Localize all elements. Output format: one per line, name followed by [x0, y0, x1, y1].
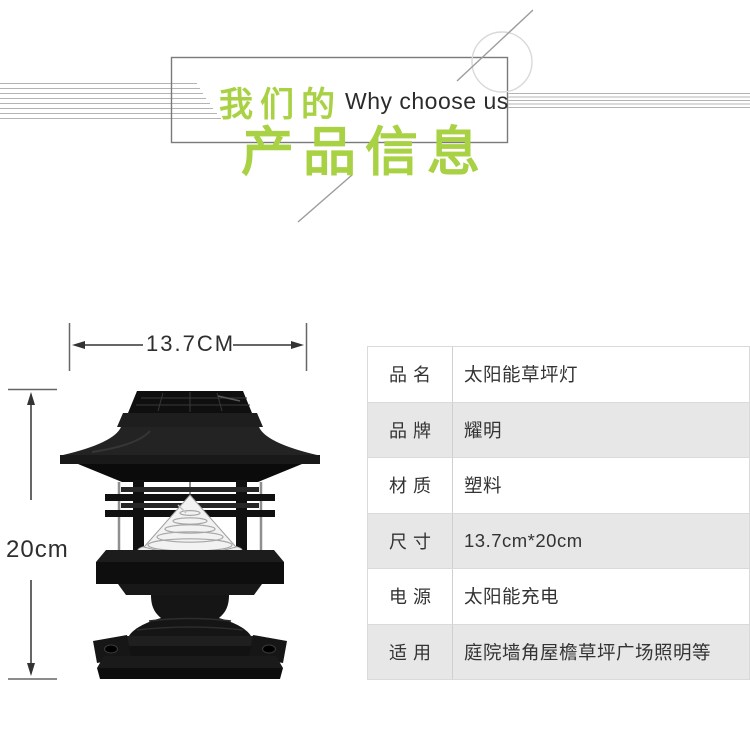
spec-label: 品牌 [368, 402, 453, 457]
table-row: 材质 塑料 [368, 457, 749, 513]
spec-label: 电源 [368, 569, 453, 624]
lamp-pedestal [129, 595, 251, 636]
header-title-cn-small: 我们的 [219, 86, 342, 124]
table-row: 电源 太阳能充电 [368, 568, 749, 624]
lamp-roof [63, 427, 317, 455]
height-dimension-label: 20cm [6, 536, 69, 563]
header-frame [170, 56, 509, 144]
spec-value: 塑料 [464, 475, 503, 497]
decor-circle [471, 31, 533, 93]
left-stripes-decor [0, 83, 221, 119]
lamp-base [93, 635, 287, 679]
lamp-solar-panel [128, 391, 252, 413]
decor-diagonal-top [456, 9, 534, 82]
table-row: 品牌 耀明 [368, 401, 749, 457]
lamp-collar [96, 550, 284, 595]
spec-label: 适用 [368, 624, 453, 679]
width-dimension-arrow [68, 323, 308, 371]
lamp-cap-step [117, 413, 263, 427]
lamp-under-roof [78, 464, 302, 482]
table-row: 品名 太阳能草坪灯 [368, 347, 749, 402]
lamp-photo-illustration [60, 391, 320, 679]
table-row: 尺寸 13.7cm*20cm [368, 512, 749, 568]
right-stripes-decor [508, 93, 750, 108]
header-title-cn-big: 产品信息 [241, 123, 489, 182]
header-subtitle-en: Why choose us [345, 88, 509, 114]
spec-value: 太阳能草坪灯 [464, 364, 579, 386]
spec-value: 太阳能充电 [464, 586, 560, 608]
height-dimension-arrow [8, 388, 57, 680]
spec-label: 品名 [368, 347, 453, 402]
width-dimension-label: 13.7CM [146, 331, 236, 356]
lamp-eave [60, 455, 320, 464]
spec-label: 尺寸 [368, 513, 453, 568]
spec-value: 13.7cm*20cm [464, 529, 583, 551]
table-row: 适用 庭院墙角屋檐草坪广场照明等 [368, 623, 749, 679]
spec-label: 材质 [368, 458, 453, 513]
spec-value: 庭院墙角屋檐草坪广场照明等 [464, 641, 712, 663]
spec-table: 品名 太阳能草坪灯 品牌 耀明 材质 塑料 尺寸 13.7cm*20cm 电源 … [367, 346, 750, 680]
decor-diagonal-bottom [297, 174, 353, 223]
spec-value: 耀明 [464, 419, 503, 441]
